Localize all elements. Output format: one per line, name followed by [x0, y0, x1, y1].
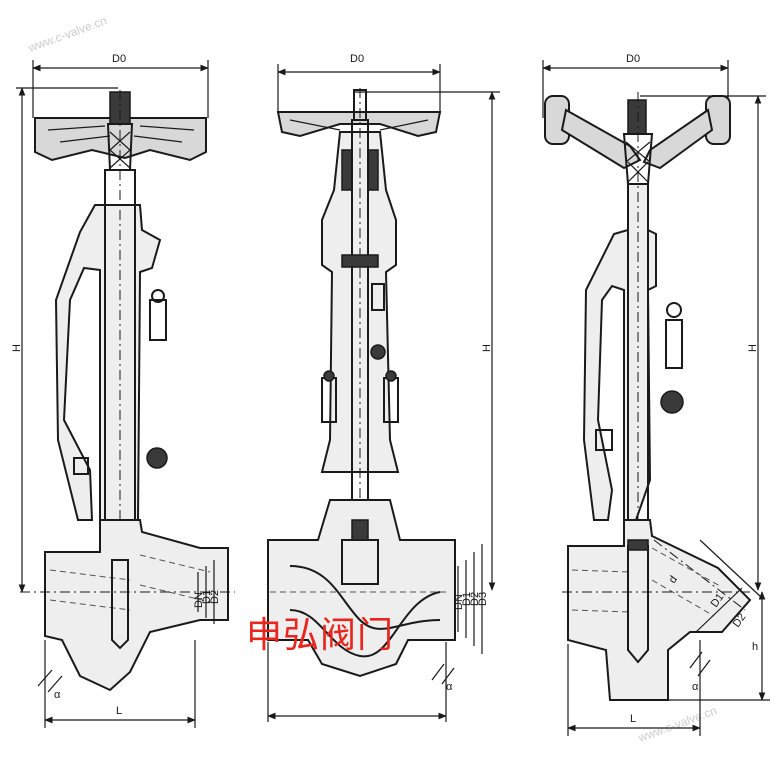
brand-text: 申弘阀门 — [246, 615, 395, 656]
left-h-label: H — [11, 344, 23, 352]
right-h-label: H — [747, 344, 759, 352]
middle-valve-view: D0 H DN D1 D2 — [267, 53, 500, 722]
left-dn-label: DN — [193, 592, 205, 608]
middle-handwheel — [276, 111, 442, 138]
middle-angle-label: α — [446, 681, 453, 693]
left-d0-label: D0 — [112, 53, 126, 65]
middle-h-label: H — [481, 344, 493, 352]
right-gland-eye — [660, 390, 684, 414]
right-yoke — [582, 183, 657, 521]
left-angle-label: α — [54, 689, 61, 701]
watermark-bottom: www.c-valve.cn — [635, 703, 718, 745]
middle-dn-label: DN — [453, 594, 465, 610]
middle-d1-label: D1 — [461, 592, 473, 606]
right-angle-label: α — [692, 681, 699, 693]
middle-valve-body — [267, 499, 456, 678]
right-l-label: L — [630, 713, 636, 725]
right-valve-body — [567, 519, 752, 701]
left-gland-eye — [146, 447, 168, 469]
middle-d0-label: D0 — [350, 53, 364, 65]
right-h-small-label: h — [752, 641, 758, 653]
middle-d3-label: D3 — [477, 592, 489, 606]
left-yoke — [54, 204, 162, 521]
right-d-label: d — [667, 574, 680, 586]
left-d2-label: D2 — [209, 590, 221, 604]
right-stem-nut — [627, 99, 647, 135]
right-valve-view: D0 H d D1 D2 h — [542, 53, 770, 736]
left-valve-view: D0 H DN D1 D2 L — [11, 53, 235, 728]
right-d0-label: D0 — [626, 53, 640, 65]
left-l-label: L — [116, 705, 122, 717]
watermark-top: www.c-valve.cn — [25, 13, 108, 55]
left-d1-label: D1 — [201, 590, 213, 604]
middle-d2-label: D2 — [469, 592, 481, 606]
